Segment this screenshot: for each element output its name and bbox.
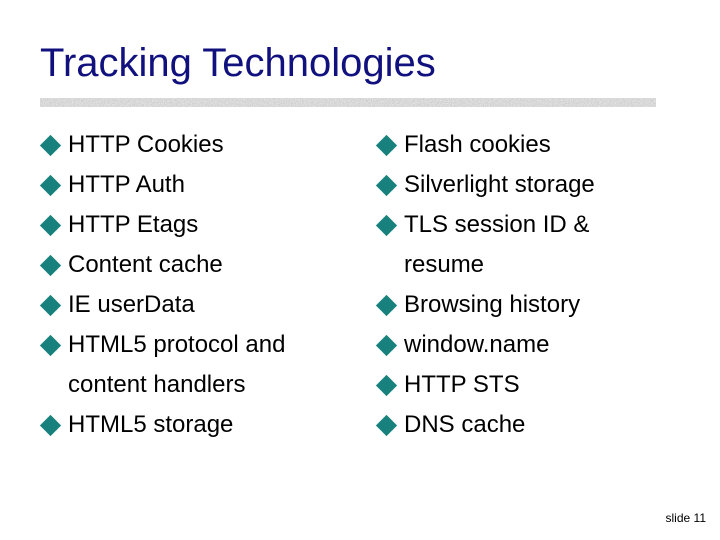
list-item-label: DNS cache — [404, 411, 526, 438]
diamond-bullet-icon — [39, 334, 62, 357]
list-item-label: Flash cookies — [404, 131, 551, 158]
diamond-bullet-icon — [375, 214, 398, 237]
list-item-label: HTTP Cookies — [68, 131, 224, 158]
list-item: DNS cache — [375, 405, 656, 445]
list-item: Flash cookies — [375, 125, 656, 165]
list-item-label: Browsing history — [404, 291, 581, 318]
diamond-bullet-icon — [375, 374, 398, 397]
list-item-label: TLS session ID & resume — [404, 211, 590, 278]
list-item: TLS session ID & resume — [375, 205, 656, 285]
list-item: Browsing history — [375, 285, 656, 325]
diamond-bullet-icon — [39, 214, 62, 237]
diamond-bullet-icon — [39, 294, 62, 317]
list-item: HTTP Cookies — [39, 125, 330, 165]
slide-number: slide 11 — [665, 511, 706, 525]
list-item: HTML5 storage — [39, 405, 330, 445]
granite-texture — [40, 98, 656, 107]
diamond-bullet-icon — [375, 294, 398, 317]
list-item-label: HTML5 protocol and content handlers — [68, 331, 286, 398]
list-item: HTTP Auth — [39, 165, 330, 205]
diamond-bullet-icon — [39, 174, 62, 197]
list-item-label: HTTP Etags — [68, 211, 199, 238]
diamond-bullet-icon — [375, 334, 398, 357]
list-item: HTTP Etags — [39, 205, 330, 245]
list-item-label: window.name — [404, 331, 550, 358]
diamond-bullet-icon — [39, 414, 62, 437]
diamond-bullet-icon — [375, 174, 398, 197]
list-item: Content cache — [39, 245, 330, 285]
list-item-label: IE userData — [68, 291, 195, 318]
diamond-bullet-icon — [39, 254, 62, 277]
granite-divider-bar — [40, 98, 656, 107]
diamond-bullet-icon — [375, 134, 398, 157]
list-item-label: Content cache — [68, 251, 223, 278]
list-item: Silverlight storage — [375, 165, 656, 205]
diamond-bullet-icon — [39, 134, 62, 157]
list-item: IE userData — [39, 285, 330, 325]
diamond-bullet-icon — [375, 414, 398, 437]
list-item: HTML5 protocol and content handlers — [39, 325, 330, 405]
list-item-label: HTTP Auth — [68, 171, 185, 198]
list-item-label: Silverlight storage — [404, 171, 595, 198]
list-item: HTTP STS — [375, 365, 656, 405]
slide-title: Tracking Technologies — [40, 41, 436, 85]
list-item: window.name — [375, 325, 656, 365]
list-item-label: HTTP STS — [404, 371, 520, 398]
list-item-label: HTML5 storage — [68, 411, 234, 438]
